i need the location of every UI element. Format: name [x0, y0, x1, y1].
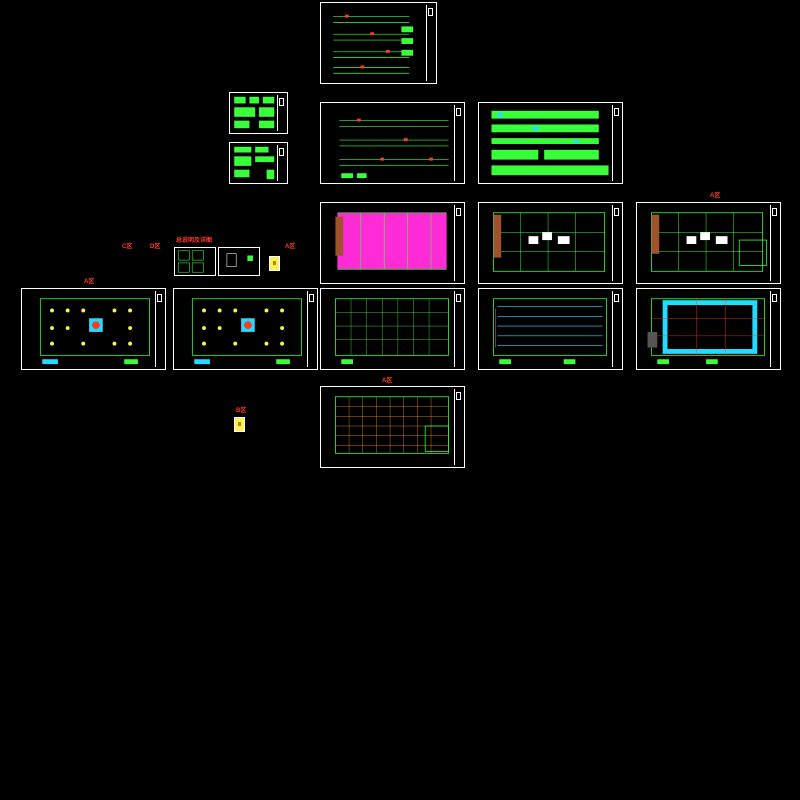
plan-drawing — [335, 212, 447, 270]
title-block — [770, 291, 778, 367]
plan-drawing — [39, 298, 150, 365]
title-block — [612, 205, 620, 281]
zone-label: D区 — [150, 244, 161, 250]
elevation-drawing — [333, 14, 414, 74]
plan-drawing — [651, 212, 767, 272]
plan-drawing — [335, 298, 449, 365]
title-block — [454, 389, 462, 465]
sheet-notes-small-1[interactable] — [229, 92, 288, 134]
title-block — [155, 291, 163, 367]
sheet-sections[interactable] — [320, 102, 465, 184]
plan-drawing — [335, 396, 449, 454]
sheet-plan-beams-2[interactable] — [636, 202, 781, 284]
sheet-plan-columns-1[interactable] — [21, 288, 166, 370]
zone-label: A区 — [710, 193, 721, 199]
plan-drawing — [647, 298, 765, 365]
zone-label: B区 — [236, 408, 247, 414]
thumbnail-yellow-1[interactable] — [269, 256, 280, 271]
sheet-detail-thumb-1[interactable] — [174, 247, 216, 276]
sheet-elevations[interactable] — [320, 2, 437, 84]
title-block — [454, 291, 462, 367]
zone-label: C区 — [122, 244, 133, 250]
sheet-plan-beams-1[interactable] — [478, 202, 623, 284]
title-block — [277, 95, 285, 131]
thumb-drawing — [177, 250, 204, 273]
sheet-detail-thumb-2[interactable] — [218, 247, 260, 276]
thumbnail-yellow-2[interactable] — [234, 417, 245, 432]
title-block — [454, 205, 462, 281]
title-block — [307, 291, 315, 367]
sheet-plan-magenta[interactable] — [320, 202, 465, 284]
plan-drawing — [493, 212, 606, 272]
plan-drawing — [191, 298, 302, 365]
section-drawing — [339, 118, 449, 179]
detail-heading: 总说明及详图 — [176, 238, 213, 244]
title-block — [770, 205, 778, 281]
sheet-plan-columns-2[interactable] — [173, 288, 318, 370]
title-block — [426, 5, 434, 81]
sheet-plan-foundation[interactable] — [320, 386, 465, 468]
title-block — [454, 105, 462, 181]
thumb-drawing — [226, 253, 253, 267]
title-block — [612, 291, 620, 367]
notes-drawing — [234, 96, 275, 129]
title-block — [612, 105, 620, 181]
sheet-details[interactable] — [478, 102, 623, 184]
sheet-plan-roof[interactable] — [636, 288, 781, 370]
sheet-plan-slab[interactable] — [478, 288, 623, 370]
zone-label: A区 — [382, 378, 393, 384]
notes-drawing — [234, 146, 275, 180]
sheet-plan-grid[interactable] — [320, 288, 465, 370]
sheet-notes-small-2[interactable] — [229, 142, 288, 184]
zone-label: A区 — [84, 279, 95, 285]
title-block — [277, 145, 285, 181]
details-drawing — [491, 110, 609, 176]
zone-label: A区 — [285, 244, 296, 250]
plan-drawing — [493, 298, 607, 365]
